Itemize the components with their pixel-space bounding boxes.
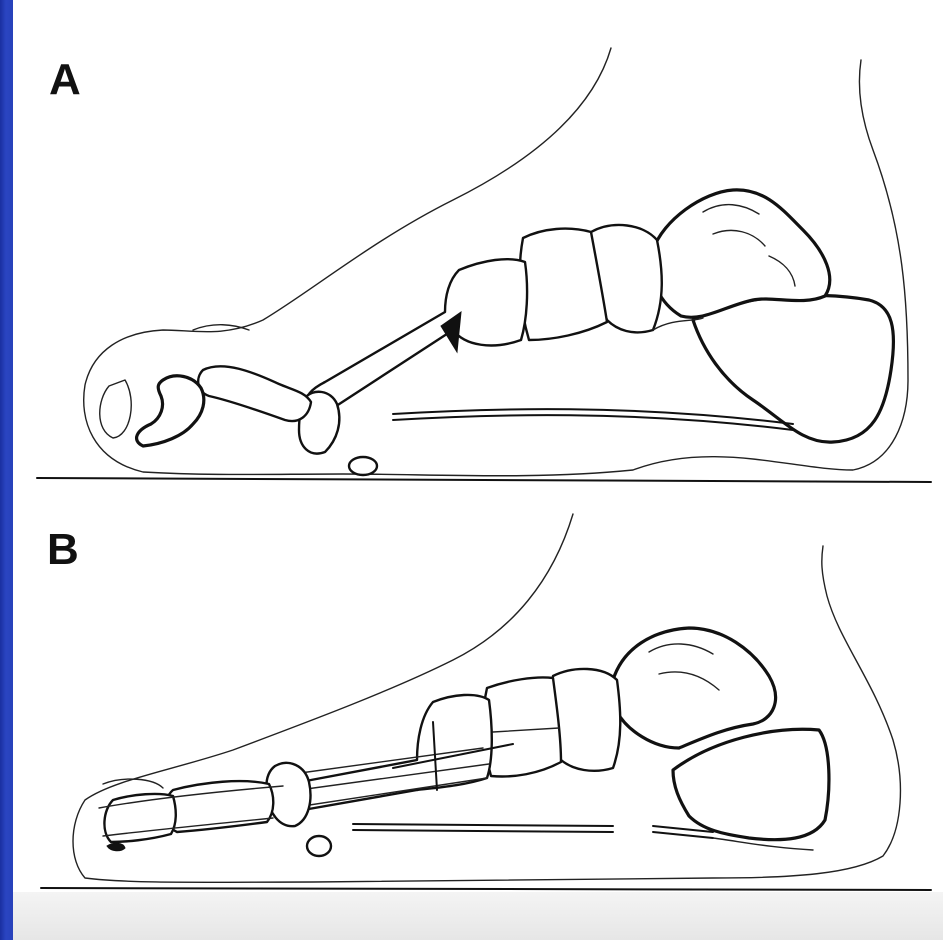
foot-diagram bbox=[13, 0, 943, 940]
talus-a bbox=[652, 190, 830, 317]
figure-panel: A B bbox=[13, 0, 943, 940]
calcaneus-a bbox=[693, 295, 893, 442]
plantar-fascia-b-2 bbox=[353, 830, 613, 832]
ground-line-b bbox=[41, 888, 931, 890]
cuneiform-b bbox=[484, 677, 561, 776]
cuneiform-a bbox=[520, 229, 607, 340]
distal-phalanx-a bbox=[137, 376, 204, 446]
caption-strip bbox=[13, 892, 943, 940]
sesamoid-a bbox=[349, 457, 377, 475]
plantar-fascia-b-1 bbox=[353, 824, 613, 826]
foot-b-illustration bbox=[41, 514, 931, 890]
calcaneus-b bbox=[673, 729, 829, 839]
foot-a-illustration bbox=[37, 48, 931, 482]
toe-tip-shading-b bbox=[107, 843, 125, 851]
toenail-a bbox=[100, 380, 132, 438]
sesamoid-b bbox=[307, 836, 331, 856]
ground-line-a bbox=[37, 478, 931, 482]
toe-crease-a bbox=[193, 325, 249, 330]
first-metatarsal-a bbox=[305, 259, 527, 418]
plantar-fascia-b-4 bbox=[653, 832, 713, 838]
proximal-phalanx-a bbox=[198, 366, 311, 421]
